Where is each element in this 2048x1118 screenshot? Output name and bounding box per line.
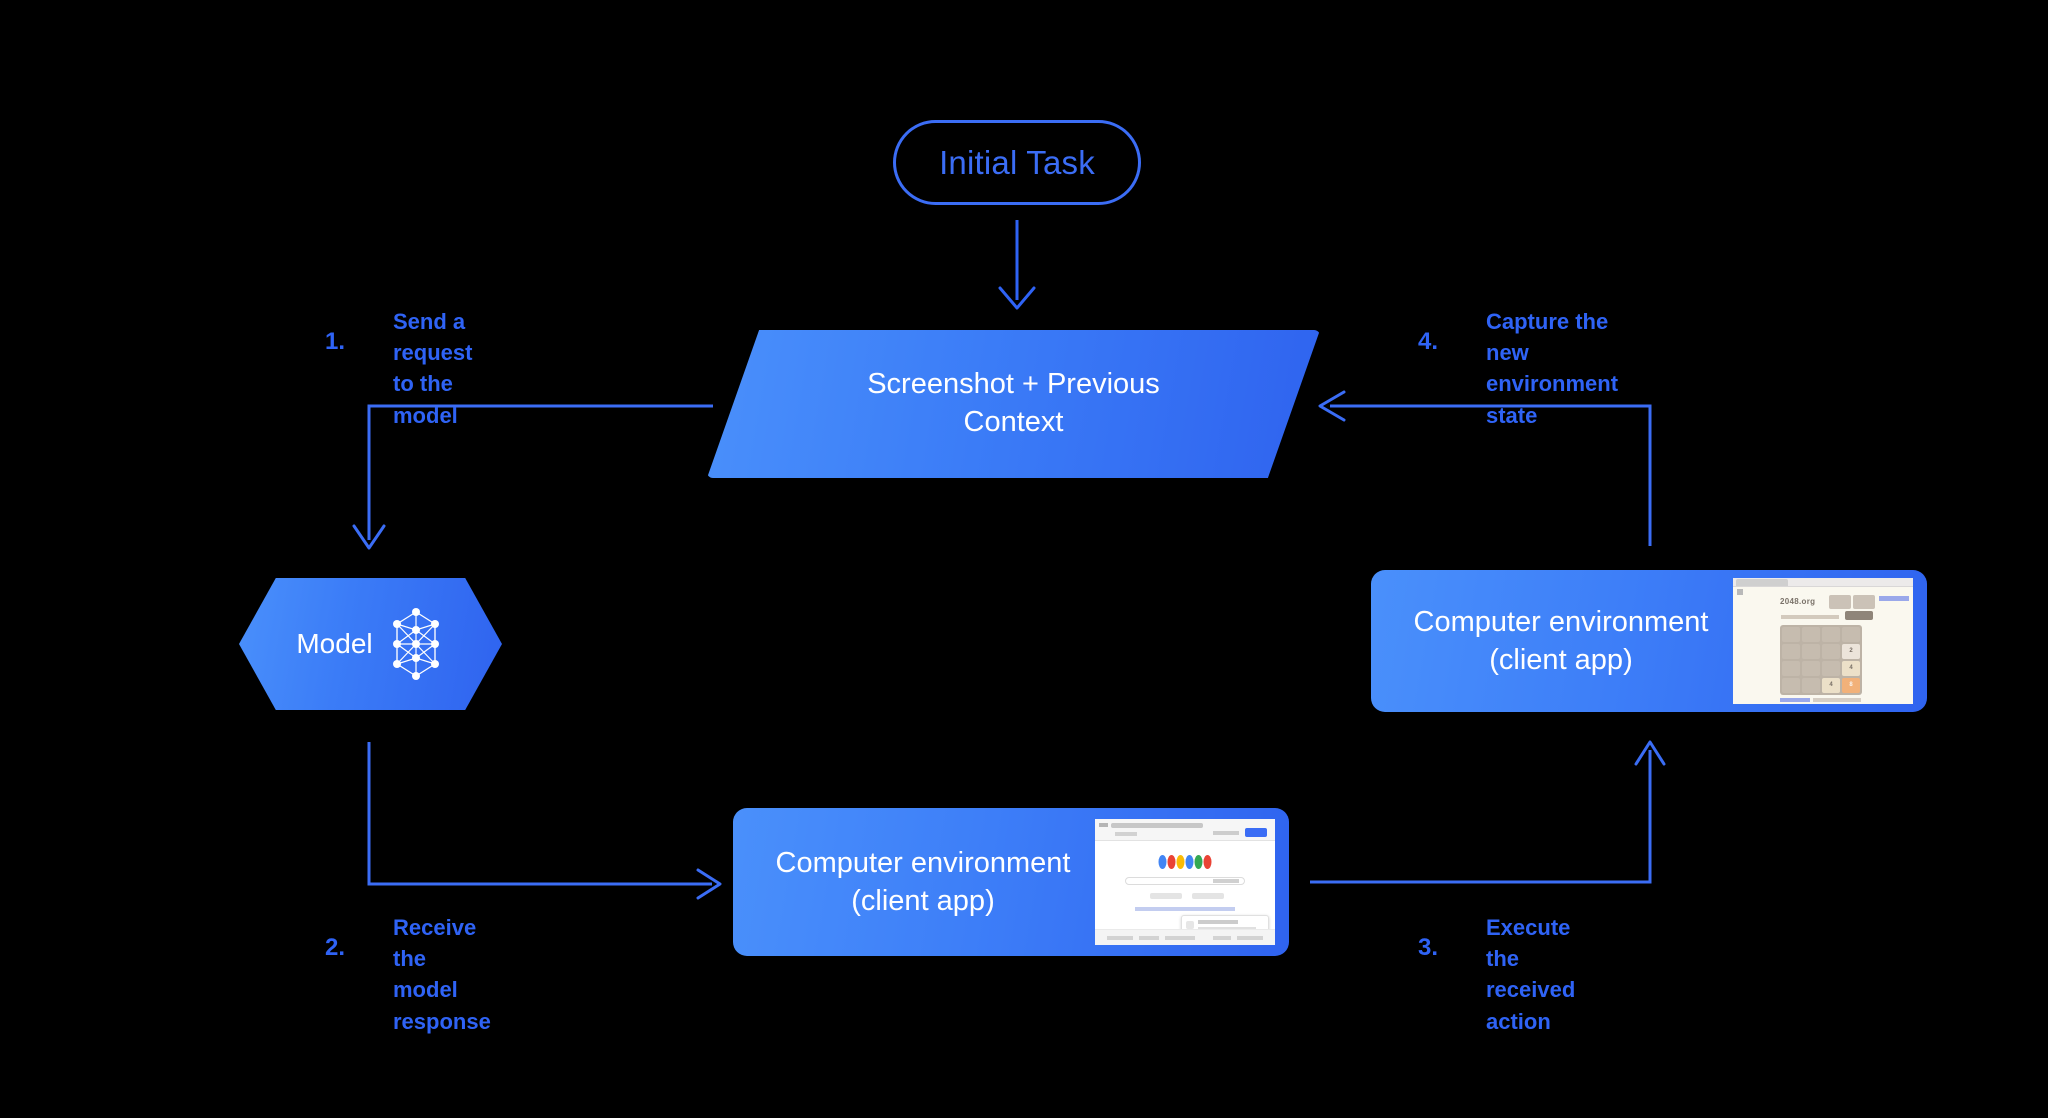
dialog-title [1198, 920, 1238, 924]
tile-value: 2 [1849, 648, 1853, 654]
step-1-text: Send a request to the model [393, 309, 473, 428]
address-bar [1111, 823, 1203, 828]
context-line-1: Screenshot + Previous [867, 368, 1160, 401]
tile [1782, 644, 1800, 659]
step-3-number: 3. [1418, 934, 1439, 961]
node-computer-environment-right: Computer environment (client app) 2048.o… [1371, 570, 1927, 712]
game-board: 2 4 4 8 [1780, 625, 1862, 695]
env-right-line-2: (client app) [1489, 644, 1633, 676]
thumbnail-google-search [1095, 819, 1275, 945]
step-3-text: Execute the received action [1486, 915, 1576, 1034]
score-box [1829, 595, 1851, 609]
tile [1802, 627, 1820, 642]
hexagon-shape [239, 578, 502, 710]
node-initial-task: Initial Task [893, 120, 1141, 205]
tile: 4 [1842, 661, 1860, 676]
browser-tab [1736, 579, 1788, 586]
search-icons [1213, 879, 1239, 883]
node-computer-environment-bottom: Computer environment (client app) [733, 808, 1289, 956]
context-line-2: Context [963, 406, 1064, 438]
node-screenshot-context: Screenshot + Previous Context [707, 330, 1320, 478]
step-4-number: 4. [1418, 328, 1439, 355]
tile [1842, 627, 1860, 642]
google-logo-icon [1158, 855, 1212, 869]
step-2-text: Receive the model response [393, 915, 491, 1034]
new-game-button [1845, 611, 1873, 620]
tile [1822, 661, 1840, 676]
tile: 2 [1842, 644, 1860, 659]
tile [1802, 678, 1820, 693]
tile [1782, 661, 1800, 676]
page-footer [1095, 929, 1275, 945]
browser-bar [1733, 578, 1913, 587]
context-text: Screenshot + Previous Context [707, 330, 1320, 478]
footer-link [1780, 698, 1810, 702]
language-links [1135, 907, 1235, 911]
tile [1782, 627, 1800, 642]
node-model: Model [239, 578, 502, 710]
tile: 8 [1842, 678, 1860, 693]
dialog-icon [1186, 921, 1194, 929]
dialog-body [1198, 927, 1256, 930]
step-2-number: 2. [325, 934, 346, 961]
tile [1782, 678, 1800, 693]
search-buttons [1150, 893, 1224, 899]
header-links [1879, 596, 1909, 601]
best-score-box [1853, 595, 1875, 609]
env-right-caption: Computer environment (client app) [1371, 603, 1733, 680]
footer-text [1813, 698, 1861, 702]
browser-favicon [1737, 589, 1743, 595]
tile [1802, 644, 1820, 659]
env-right-line-1: Computer environment [1413, 605, 1709, 638]
tile [1822, 627, 1840, 642]
game-site-title: 2048.org [1780, 597, 1816, 606]
tile-value: 8 [1849, 682, 1853, 688]
search-input [1125, 877, 1245, 885]
model-label: Model [296, 628, 373, 659]
tile-value: 4 [1829, 682, 1833, 688]
env-bottom-line-2: (client app) [851, 885, 995, 917]
bookmark-bar [1115, 832, 1137, 836]
tile [1822, 644, 1840, 659]
header-links [1213, 831, 1239, 835]
tile: 4 [1822, 678, 1840, 693]
game-subtitle [1781, 615, 1839, 619]
env-bottom-caption: Computer environment (client app) [733, 844, 1095, 921]
nav-buttons [1099, 823, 1108, 827]
thumbnail-2048-game: 2048.org 2 4 4 8 [1733, 578, 1913, 704]
step-4-text: Capture the new environment state [1486, 309, 1619, 428]
step-1-number: 1. [325, 328, 346, 355]
parallelogram-shape [707, 330, 1320, 478]
neural-network-icon [392, 608, 439, 680]
initial-task-label: Initial Task [939, 143, 1095, 181]
tile-value: 4 [1849, 665, 1853, 671]
tile [1802, 661, 1820, 676]
sign-in-button [1245, 828, 1267, 837]
env-bottom-line-1: Computer environment [775, 846, 1071, 879]
